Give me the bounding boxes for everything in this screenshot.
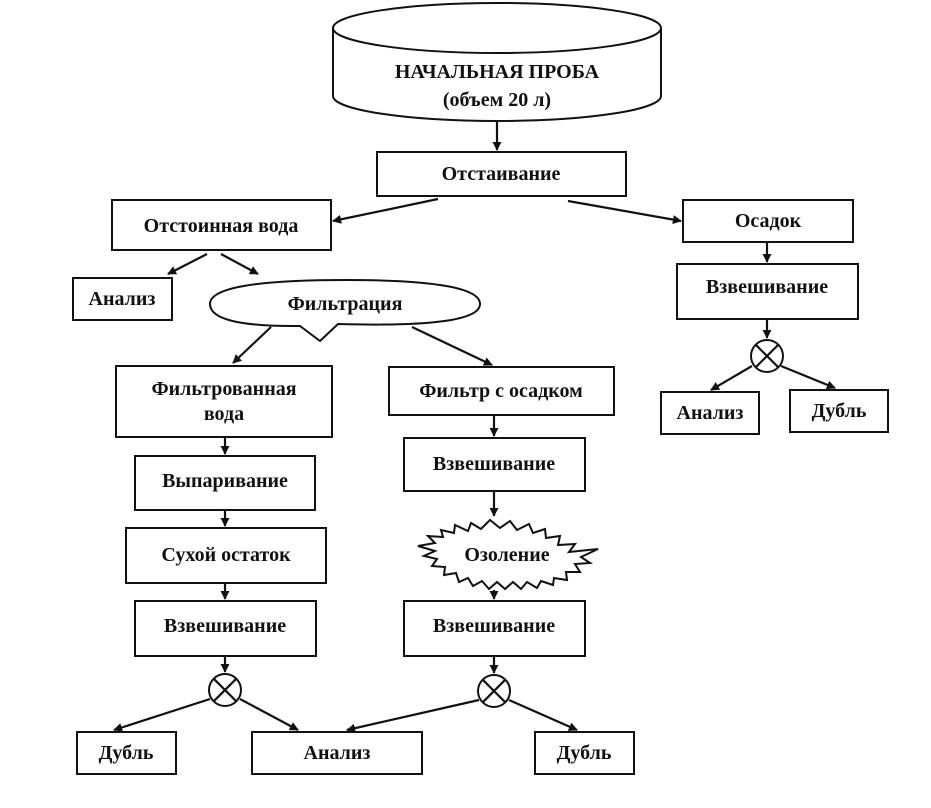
duplicate-left-label: Дубль	[99, 742, 154, 764]
arrow-settled-water-to-analysis	[168, 254, 207, 274]
settled-water-node: Отстоинная вода	[112, 200, 331, 250]
duplicate-right-label: Дубль	[812, 400, 867, 422]
weighing-sediment-label: Взвешивание	[706, 276, 828, 298]
arrow-merge-middle-to-analysis	[347, 700, 479, 730]
weighing-ash-node: Взвешивание	[404, 601, 585, 656]
arrow-merge-middle-to-duplicate	[509, 700, 577, 730]
filtered-water-label-line1: Фильтрованная	[151, 378, 296, 400]
settled-water-label: Отстоинная вода	[144, 215, 299, 237]
merge-symbol-right	[751, 340, 783, 372]
merge-symbol-left	[209, 674, 241, 706]
arrow-merge-right-to-analysis	[711, 366, 752, 390]
filtered-water-node: Фильтрованная вода	[116, 366, 332, 437]
weighing-sediment-node: Взвешивание	[677, 264, 858, 319]
settling-node: Отстаивание	[377, 152, 626, 196]
start-volume-label: (объем 20 л)	[443, 89, 551, 111]
sediment-node: Осадок	[683, 200, 853, 242]
dry-residue-node: Сухой остаток	[126, 528, 326, 583]
filter-with-sediment-label: Фильтр с осадком	[419, 380, 583, 402]
analysis-right-label: Анализ	[677, 402, 744, 424]
weighing-dry-label: Взвешивание	[164, 615, 286, 637]
duplicate-left-node: Дубль	[77, 732, 176, 774]
arrow-settled-water-to-filtration	[221, 254, 258, 274]
evaporation-node: Выпаривание	[135, 456, 315, 510]
analysis-left-node: Анализ	[73, 278, 172, 320]
analysis-bottom-label: Анализ	[304, 742, 371, 764]
evaporation-label: Выпаривание	[162, 470, 288, 492]
sediment-label: Осадок	[735, 210, 802, 232]
arrow-filtration-to-filter	[412, 327, 492, 365]
analysis-left-label: Анализ	[89, 288, 156, 310]
weighing-dry-node: Взвешивание	[135, 601, 316, 656]
ashing-label: Озоление	[464, 544, 549, 566]
duplicate-right-node: Дубль	[790, 390, 888, 432]
duplicate-bottom-label: Дубль	[557, 742, 612, 764]
merge-symbol-middle	[478, 675, 510, 707]
arrow-merge-left-to-analysis	[240, 699, 298, 730]
settling-label: Отстаивание	[442, 163, 561, 185]
dry-residue-label: Сухой остаток	[161, 544, 291, 566]
weighing-filter-label: Взвешивание	[433, 453, 555, 475]
weighing-ash-label: Взвешивание	[433, 615, 555, 637]
analysis-bottom-node: Анализ	[252, 732, 422, 774]
ashing-node: Озоление	[418, 520, 598, 589]
arrow-settling-to-sediment	[568, 201, 681, 221]
analysis-right-node: Анализ	[661, 392, 759, 434]
arrow-settling-to-settled-water	[333, 199, 438, 221]
start-sample-node: НАЧАЛЬНАЯ ПРОБА (объем 20 л)	[333, 3, 661, 121]
filtered-water-label-line2: вода	[204, 403, 244, 425]
filter-with-sediment-node: Фильтр с осадком	[389, 367, 614, 415]
start-title-label: НАЧАЛЬНАЯ ПРОБА	[395, 61, 600, 83]
arrow-filtration-to-filtered-water	[233, 327, 271, 363]
filtration-label: Фильтрация	[288, 293, 403, 315]
filtration-node: Фильтрация	[210, 280, 480, 341]
arrow-merge-left-to-duplicate	[114, 699, 210, 730]
weighing-filter-node: Взвешивание	[404, 438, 585, 491]
arrow-merge-right-to-duplicate	[781, 366, 835, 388]
duplicate-bottom-node: Дубль	[535, 732, 634, 774]
